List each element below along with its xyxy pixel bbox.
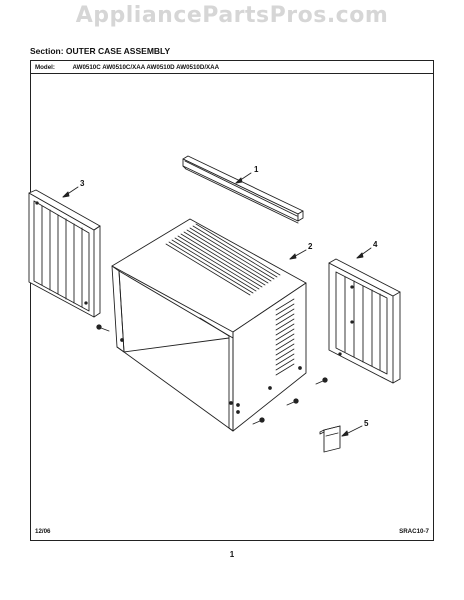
screw-right-upper xyxy=(315,377,328,385)
callout-1: 1 xyxy=(254,165,259,174)
model-list: AW0510C AW0510C/XAA AW0510D AW0510D/XAA xyxy=(72,64,220,71)
document-ref: SRAC10-7 xyxy=(399,528,429,535)
callout-5: 5 xyxy=(364,419,369,428)
screws xyxy=(96,324,328,425)
screw-bottom xyxy=(252,417,265,425)
section-title: Section: OUTER CASE ASSEMBLY xyxy=(30,46,171,56)
screw-left xyxy=(96,324,110,332)
callout-3: 3 xyxy=(80,179,85,188)
callout-4: 4 xyxy=(373,240,378,249)
top-rail-part xyxy=(182,155,304,224)
header-divider xyxy=(31,73,433,74)
model-row: Model: AW0510C AW0510C/XAA AW0510D AW051… xyxy=(35,64,219,71)
small-bracket-part xyxy=(319,425,341,453)
screw-right-lower xyxy=(286,398,299,406)
callout-2: 2 xyxy=(308,242,313,251)
outer-cabinet-part xyxy=(111,218,307,432)
right-side-curtain-part xyxy=(328,258,401,384)
leader-lines xyxy=(62,172,372,437)
revision-date: 12/06 xyxy=(35,528,51,535)
diagram-frame: Model: AW0510C AW0510C/XAA AW0510D AW051… xyxy=(30,60,434,541)
site-watermark: AppliancePartsPros.com xyxy=(75,3,389,28)
page-number: 1 xyxy=(229,550,235,559)
left-side-curtain-part xyxy=(28,189,101,318)
model-label: Model: xyxy=(35,64,55,71)
